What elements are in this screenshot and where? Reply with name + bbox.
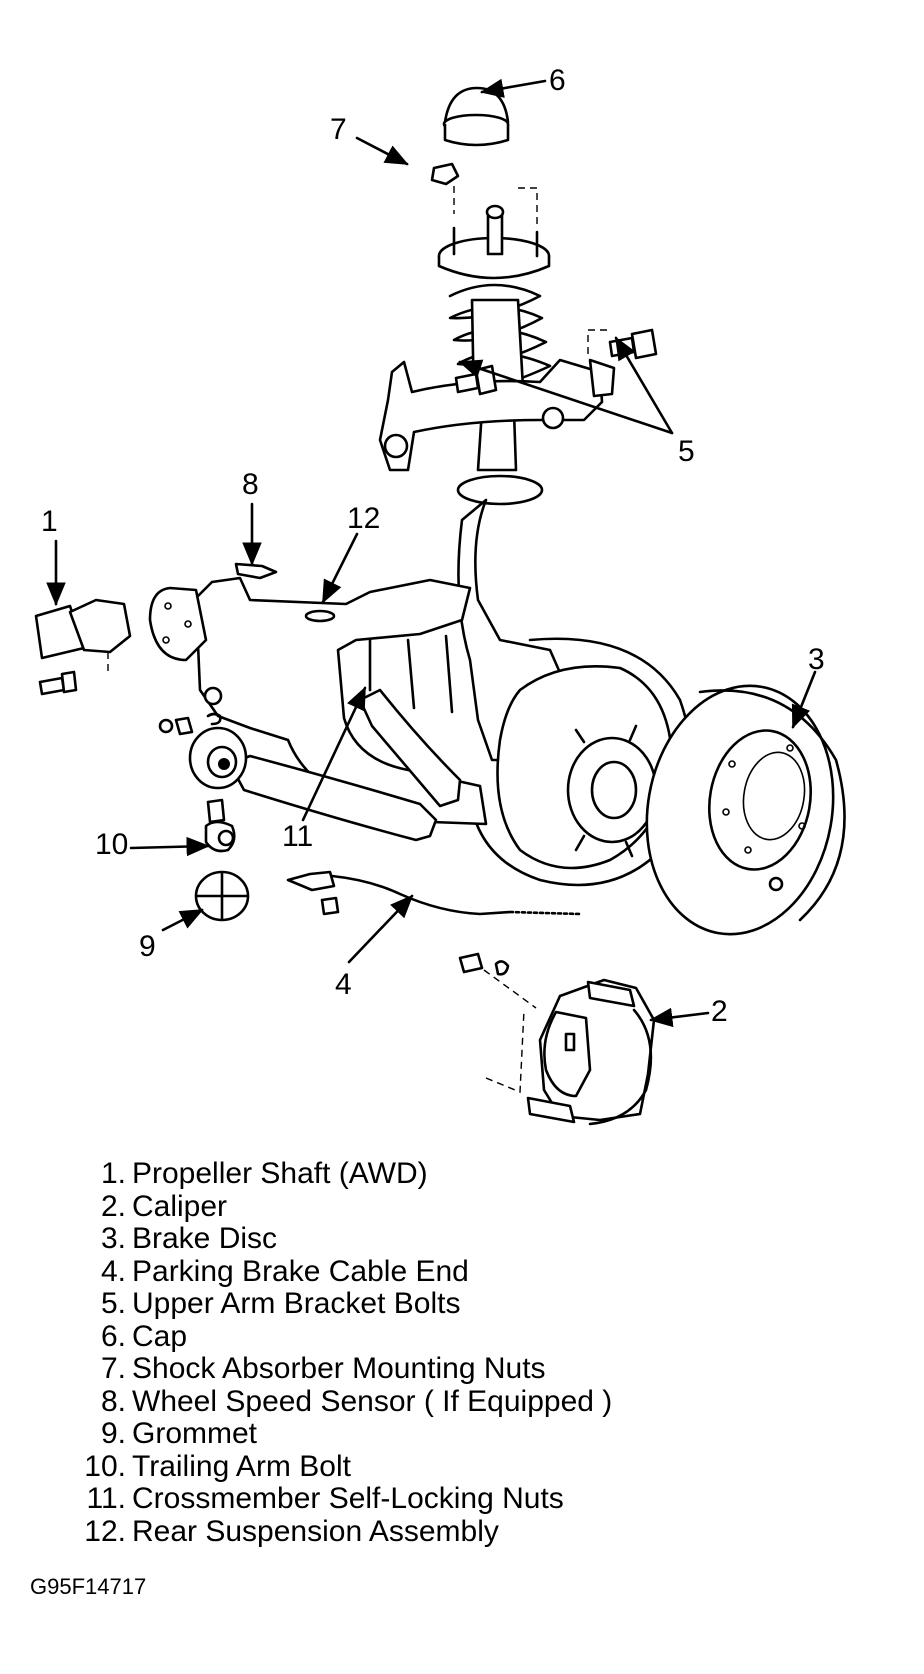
knuckle-part <box>457 498 674 870</box>
callout-2: 2 <box>711 995 728 1028</box>
trailing-arm-bolt-part <box>204 798 236 853</box>
callout-10: 10 <box>95 828 129 861</box>
parts-legend: 1.Propeller Shaft (AWD) 2.Caliper 3.Brak… <box>84 1157 613 1549</box>
legend-item: 11.Crossmember Self-Locking Nuts <box>84 1482 612 1516</box>
callout-4: 4 <box>335 968 352 1001</box>
legend-label: Wheel Speed Sensor ( If Equipped ) <box>132 1384 613 1418</box>
callout-11: 11 <box>282 820 314 853</box>
loose-hardware-part <box>158 686 248 790</box>
legend-label: Upper Arm Bracket Bolts <box>132 1287 461 1320</box>
propeller-shaft-part <box>34 598 132 696</box>
legend-item: 8.Wheel Speed Sensor ( If Equipped ) <box>84 1384 613 1419</box>
legend-number: 7. <box>100 1352 126 1385</box>
legend-number: 1. <box>100 1157 126 1190</box>
trailing-arm-part <box>228 688 462 842</box>
legend-label: Shock Absorber Mounting Nuts <box>132 1352 546 1385</box>
legend-item: 7.Shock Absorber Mounting Nuts <box>84 1352 612 1386</box>
wheel-speed-sensor-part <box>234 562 278 580</box>
legend-label: Brake Disc <box>132 1222 278 1255</box>
brake-disc-part <box>645 684 846 936</box>
legend-label: Propeller Shaft (AWD) <box>132 1157 428 1190</box>
caliper-part <box>458 952 656 1124</box>
legend-label: Caliper <box>132 1189 228 1223</box>
callout-5: 5 <box>678 435 695 468</box>
caliper-bolt-path <box>483 969 537 1094</box>
legend-label: Rear Suspension Assembly <box>132 1514 499 1548</box>
legend-number: 3. <box>100 1222 126 1255</box>
callout-7: 7 <box>330 113 347 146</box>
grommet-part <box>194 870 250 922</box>
legend-number: 9. <box>100 1417 126 1450</box>
parking-brake-cable-part <box>286 870 582 916</box>
callout-leaders <box>46 78 817 1028</box>
legend-item: 2.Caliper <box>84 1189 612 1224</box>
legend-number: 4. <box>100 1254 126 1288</box>
legend-label: Crossmember Self-Locking Nuts <box>132 1482 564 1515</box>
shock-nut-part <box>430 162 460 186</box>
legend-item: 1.Propeller Shaft (AWD) <box>84 1157 612 1191</box>
legend-number: 8. <box>100 1384 126 1418</box>
legend-number: 11. <box>86 1482 126 1515</box>
legend-item: 5.Upper Arm Bracket Bolts <box>84 1287 612 1321</box>
callout-1: 1 <box>41 505 58 538</box>
legend-label: Cap <box>132 1319 188 1353</box>
callout-8: 8 <box>242 468 259 501</box>
legend-item: 12.Rear Suspension Assembly <box>84 1514 612 1549</box>
legend-number: 12. <box>84 1514 126 1548</box>
legend-item: 9.Grommet <box>84 1417 612 1451</box>
legend-item: 6.Cap <box>84 1319 612 1354</box>
differential-flange-part <box>148 586 208 662</box>
cap-part <box>442 86 510 147</box>
legend-label: Parking Brake Cable End <box>132 1254 469 1288</box>
legend-number: 6. <box>100 1319 126 1353</box>
legend-number: 5. <box>100 1287 126 1320</box>
callout-12: 12 <box>347 502 381 535</box>
upper-arm-part <box>378 358 616 472</box>
legend-item: 10.Trailing Arm Bolt <box>84 1449 612 1484</box>
legend-item: 4.Parking Brake Cable End <box>84 1254 612 1289</box>
callout-6: 6 <box>549 64 566 97</box>
legend-number: 10. <box>84 1449 126 1483</box>
legend-label: Grommet <box>132 1417 258 1450</box>
figure-code: G95F14717 <box>30 1574 147 1599</box>
legend-number: 2. <box>100 1189 126 1223</box>
legend-item: 3.Brake Disc <box>84 1222 612 1256</box>
legend-label: Trailing Arm Bolt <box>132 1449 351 1483</box>
exploded-view-illustration <box>34 78 846 1126</box>
callout-3: 3 <box>808 643 825 676</box>
callout-9: 9 <box>139 930 156 963</box>
strut-mount-part <box>437 204 551 280</box>
